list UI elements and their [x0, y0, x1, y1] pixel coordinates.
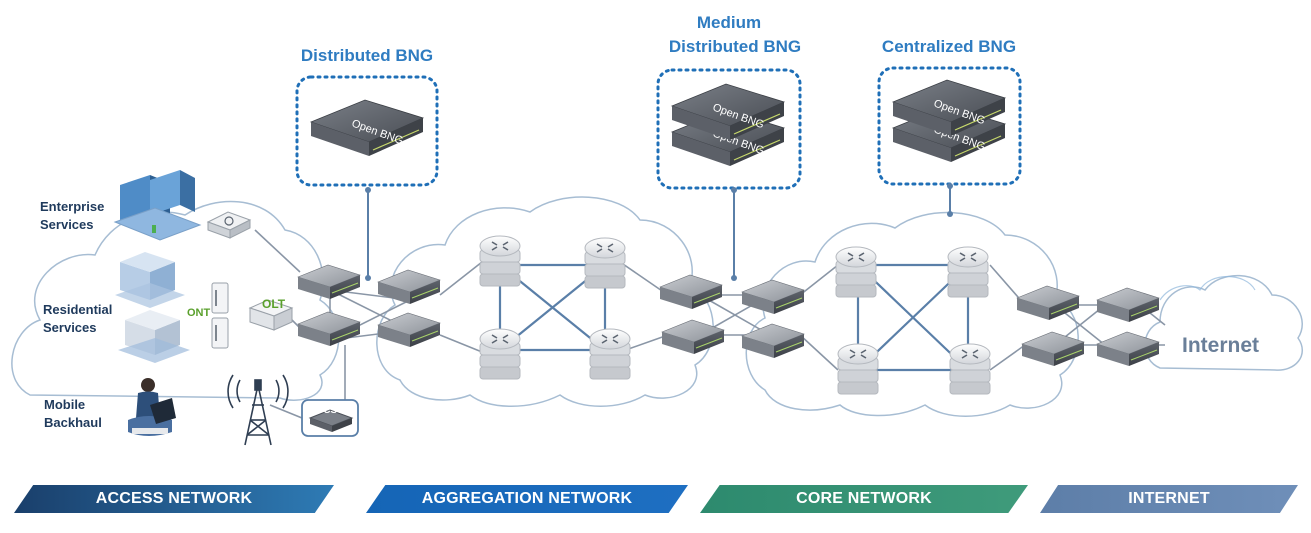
agg-router-1: [479, 235, 521, 287]
distributed-bng-box: [295, 75, 439, 187]
ont-device-icon-bottom: [211, 317, 229, 349]
medium-bng-box: [656, 68, 802, 190]
dcsg-device-icon: [308, 409, 354, 432]
aggregation-network-banner-text: AGGREGATION NETWORK: [421, 490, 633, 507]
cell-tower-icon: [227, 374, 289, 446]
ont-label: ONT: [187, 307, 211, 319]
enterprise-services-label: Enterprise Services: [40, 198, 104, 234]
internet-cloud-label: Internet: [1182, 334, 1260, 357]
medium-bng-title-line2: Distributed BNG: [668, 37, 802, 56]
mobile-user-icon: [128, 378, 176, 436]
agg-router-3: [479, 328, 521, 380]
core-cloud: [745, 211, 1079, 417]
internet-banner-text: INTERNET: [1128, 490, 1210, 507]
residential-services-label: Residential Services: [43, 301, 112, 337]
agg-router-2: [584, 237, 626, 289]
enterprise-building-icon: [113, 170, 202, 241]
agg-router-4: [589, 328, 631, 380]
centralized-bng-title: Centralized BNG: [881, 37, 1017, 56]
core-network-banner: CORE NETWORK: [700, 485, 1028, 513]
core-router-1: [835, 246, 877, 298]
mobile-label-line2: Backhaul: [44, 415, 102, 430]
core-network-banner-text: CORE NETWORK: [796, 490, 932, 507]
enterprise-router-icon: [206, 211, 252, 239]
enterprise-label-line2: Services: [40, 217, 94, 232]
distributed-open-bng-icon: [310, 99, 424, 157]
core-router-4: [949, 343, 991, 395]
access-network-banner: ACCESS NETWORK: [14, 485, 334, 513]
residential-building-icon: [115, 252, 185, 308]
core-router-3: [837, 343, 879, 395]
internet-cloud: [1144, 274, 1304, 371]
internet-cloud-back: [1159, 276, 1256, 301]
ont-device-icon-top: [211, 282, 229, 314]
aggregation-network-banner: AGGREGATION NETWORK: [366, 485, 688, 513]
access-cloud: [11, 200, 340, 401]
internet-edge-switch-top: [1096, 287, 1160, 323]
access-network-banner-text: ACCESS NETWORK: [95, 490, 253, 507]
internet-banner: INTERNET: [1040, 485, 1298, 513]
mobile-backhaul-label: Mobile Backhaul: [44, 396, 102, 432]
distributed-bng-title: Distributed BNG: [300, 46, 434, 65]
mobile-label-line1: Mobile: [44, 397, 86, 412]
olt-label: OLT: [262, 297, 286, 311]
residential-label-line2: Services: [43, 320, 97, 335]
medium-bng-title-line1: Medium: [696, 13, 762, 32]
core-router-2: [947, 246, 989, 298]
dcsg-label: DCSG: [316, 405, 345, 416]
residential-house-icon: [118, 310, 190, 363]
residential-label-line1: Residential: [43, 302, 113, 317]
olt-device-icon: [248, 299, 294, 331]
enterprise-label-line1: Enterprise: [40, 199, 105, 214]
